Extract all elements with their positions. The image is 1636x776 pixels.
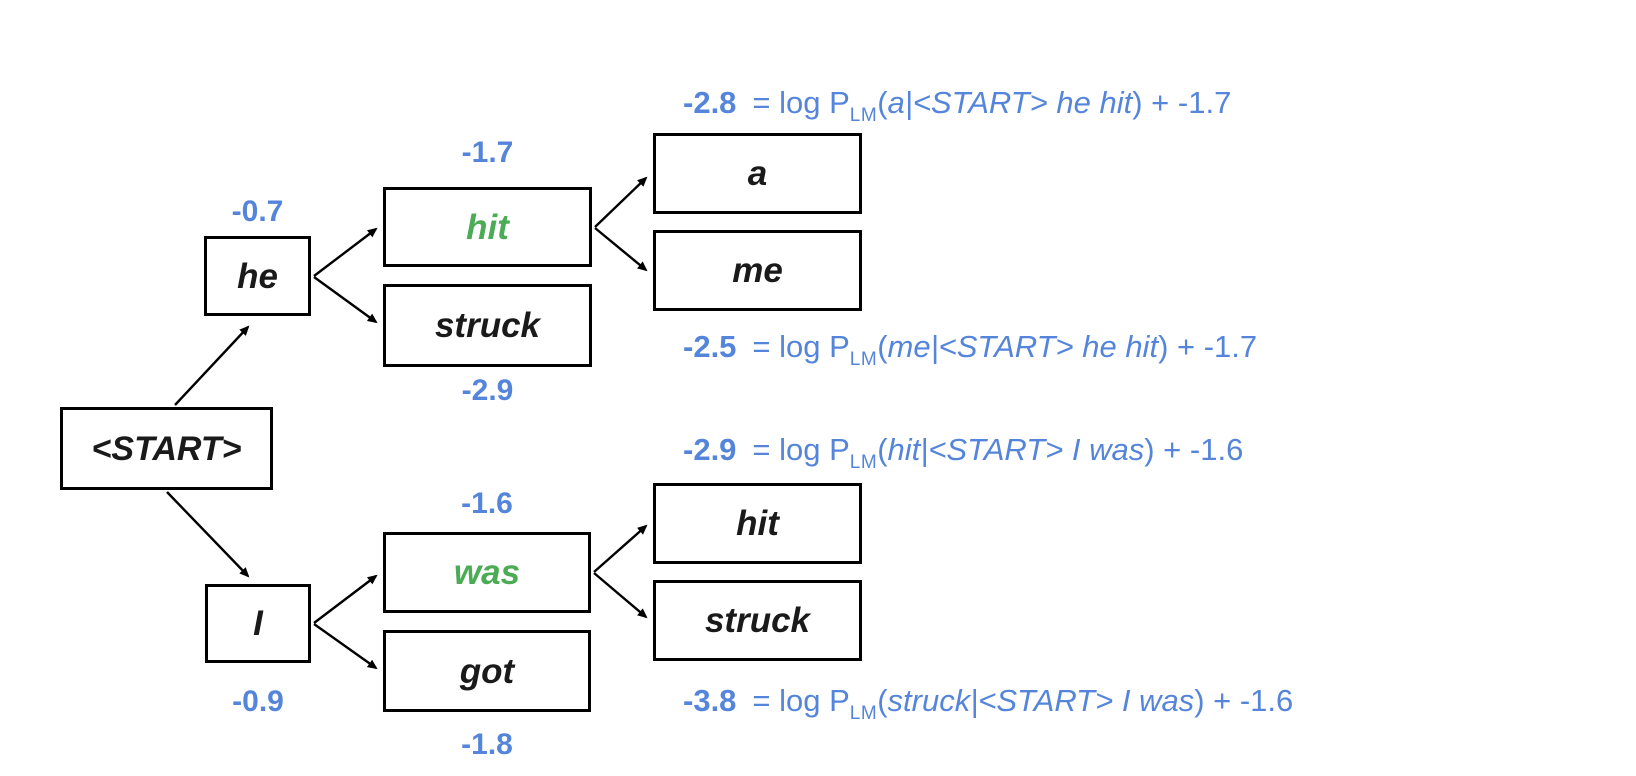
node-was: was	[383, 532, 591, 613]
edge-start-i	[166, 491, 250, 578]
equation-subscript: LM	[849, 105, 878, 126]
equation-tail: ) + -1.7	[1158, 329, 1258, 364]
edge-was-hit	[593, 524, 648, 573]
edge-i-was	[313, 574, 378, 624]
equation-score: -2.9	[683, 432, 737, 467]
equation-tail: ) + -1.7	[1132, 85, 1232, 120]
equation-arg: struck|<START> I was	[887, 683, 1195, 718]
equation-arg: hit|<START> I was	[887, 432, 1145, 467]
edge-hit-me	[594, 227, 648, 272]
node-hit-top: hit	[383, 187, 592, 267]
edge-he-hit	[313, 227, 378, 277]
score-i: -0.9	[232, 685, 284, 718]
equation-score: -2.8	[683, 85, 737, 120]
score-struck-top: -2.9	[461, 374, 514, 407]
equation-subscript: LM	[849, 703, 878, 724]
node-got: got	[383, 630, 591, 712]
equation-subscript: LM	[849, 349, 878, 370]
equation-hit: -2.9= log PLM(hit|<START> I was) + -1.6	[683, 432, 1244, 473]
edge-i-got	[313, 623, 378, 670]
edge-was-struck	[593, 572, 648, 619]
node-struck-bottom: struck	[653, 580, 862, 661]
score-he: -0.7	[231, 195, 284, 228]
node-hit-bottom: hit	[653, 483, 862, 564]
equation-arg: me|<START> he hit	[887, 329, 1159, 364]
edge-hit-a	[594, 176, 648, 228]
node-he: he	[204, 236, 311, 316]
equation-score: -2.5	[683, 329, 737, 364]
equation-fn: = log P	[752, 683, 850, 718]
equation-a: -2.8= log PLM(a|<START> he hit) + -1.7	[683, 85, 1232, 126]
edge-start-he	[174, 325, 250, 406]
equation-arg: a|<START> he hit	[887, 85, 1133, 120]
equation-me: -2.5= log PLM(me|<START> he hit) + -1.7	[683, 329, 1258, 370]
node-start: <START>	[60, 407, 273, 490]
equation-score: -3.8	[683, 683, 737, 718]
score-hit-top: -1.7	[461, 136, 514, 169]
node-a: a	[653, 133, 862, 214]
equation-struck: -3.8= log PLM(struck|<START> I was) + -1…	[683, 683, 1294, 724]
equation-tail: ) + -1.6	[1144, 432, 1244, 467]
equation-fn: = log P	[752, 85, 850, 120]
score-got: -1.8	[461, 728, 513, 761]
node-struck-top: struck	[383, 284, 592, 367]
node-me: me	[653, 230, 862, 311]
node-i: I	[205, 584, 311, 663]
equation-fn: = log P	[752, 432, 850, 467]
edge-he-struck	[313, 276, 378, 324]
equation-subscript: LM	[849, 452, 878, 473]
score-was: -1.6	[461, 487, 513, 520]
equation-tail: ) + -1.6	[1194, 683, 1294, 718]
equation-fn: = log P	[752, 329, 850, 364]
